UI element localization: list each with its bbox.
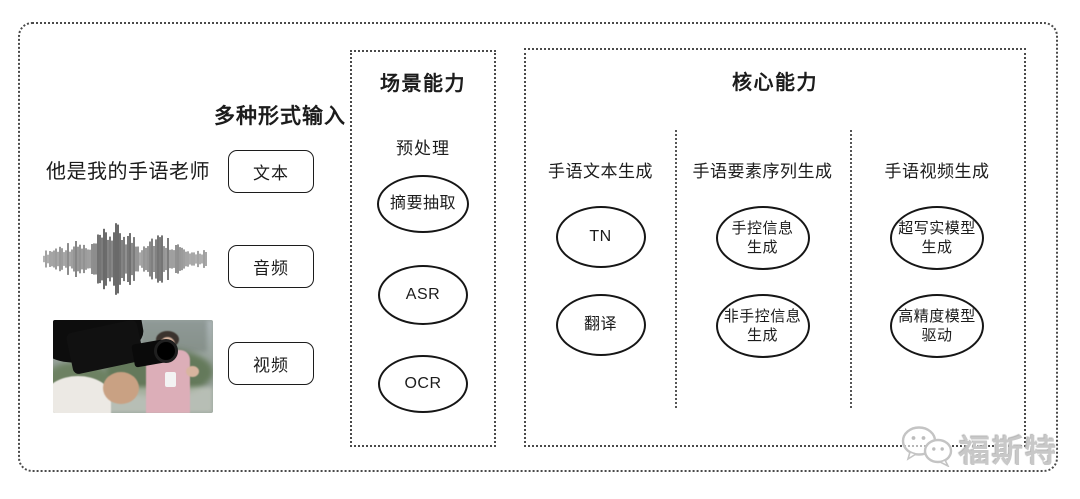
cameraman-shoulder — [53, 376, 111, 413]
cameraman-hand — [103, 372, 139, 404]
scene-capability-box: 场景能力 预处理 摘要抽取 ASR OCR — [350, 50, 496, 447]
oval-high-precision-model-driving: 高精度模型 驱动 — [890, 294, 984, 358]
audio-waveform — [43, 222, 207, 296]
audio-input-box: 音频 — [228, 245, 314, 288]
oval-manual-info-generation: 手控信息 生成 — [715, 206, 810, 270]
reporter-hand — [186, 366, 199, 377]
video-thumbnail — [53, 320, 213, 413]
watermark-text: 福斯特 — [959, 434, 1058, 469]
oval-hyperrealistic-model-generation: 超写实模型 生成 — [890, 206, 984, 270]
oval-ocr: OCR — [378, 355, 468, 413]
scene-capability-title: 场景能力 — [380, 73, 466, 95]
column-sign-element-sequence-generation: 手语要素序列生成 手控信息 生成 非手控信息 生成 — [675, 50, 850, 445]
input-section-title: 多种形式输入 — [214, 105, 346, 128]
core-capability-title: 核心能力 — [732, 72, 818, 94]
video-input-box: 视频 — [228, 342, 314, 385]
column-sign-video-generation: 手语视频生成 超写实模型 生成 高精度模型 驱动 — [850, 50, 1024, 445]
wechat-chat-bubbles-icon — [900, 425, 954, 472]
column-header: 手语文本生成 — [548, 162, 653, 181]
preprocess-label: 预处理 — [396, 139, 450, 158]
column-header: 手语视频生成 — [884, 162, 990, 181]
oval-summary-extraction: 摘要抽取 — [377, 175, 469, 233]
reporter-microphone — [165, 372, 176, 387]
sample-sentence-text: 他是我的手语老师 — [46, 161, 210, 183]
column-header: 手语要素序列生成 — [692, 162, 833, 181]
core-capability-box: 核心能力 手语文本生成 TN 翻译 手语要素序列生成 手控信息 生成 非手控信息… — [524, 48, 1026, 447]
diagram-outer-frame — [18, 22, 1058, 472]
column-sign-text-generation: 手语文本生成 TN 翻译 — [526, 50, 675, 445]
column-divider — [850, 130, 852, 408]
column-divider — [675, 130, 677, 408]
oval-translation: 翻译 — [555, 294, 646, 356]
oval-tn: TN — [555, 206, 646, 268]
oval-asr: ASR — [378, 265, 468, 325]
text-input-box: 文本 — [228, 150, 314, 193]
oval-non-manual-info-generation: 非手控信息 生成 — [715, 294, 810, 358]
camera-lens-ring — [154, 339, 178, 363]
watermark: 福斯特 — [900, 425, 1058, 472]
